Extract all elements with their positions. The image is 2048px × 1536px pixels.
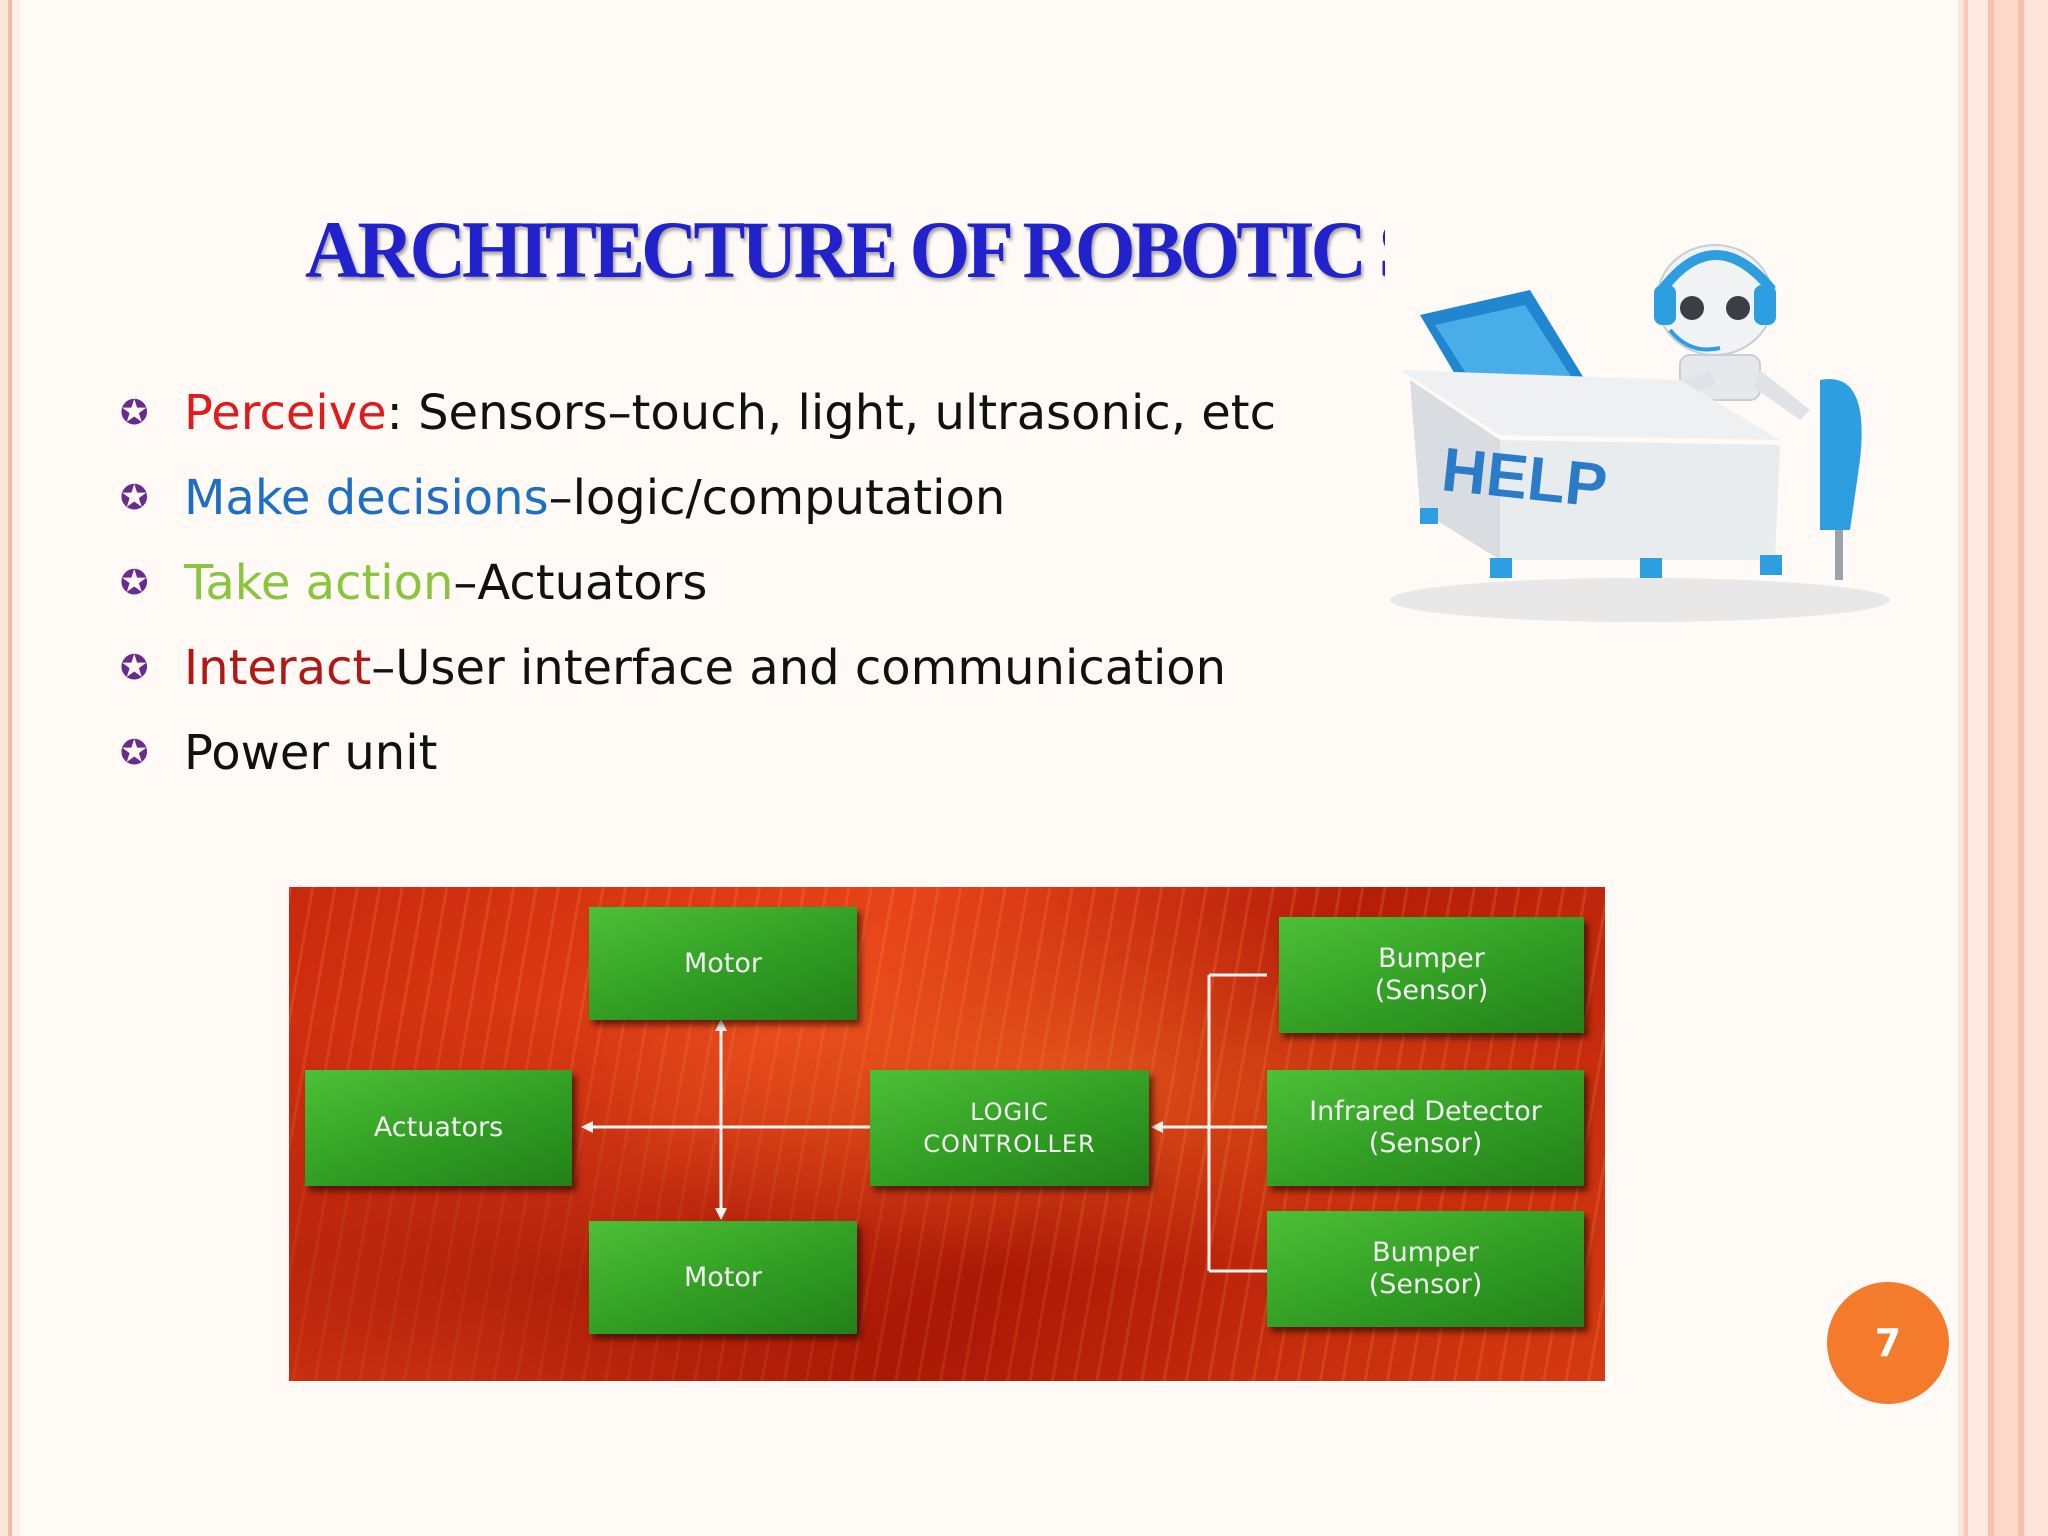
- logic-controller-box: LOGIC CONTROLLER: [870, 1070, 1149, 1186]
- page-number-badge: 7: [1827, 1282, 1949, 1404]
- bullet-list: ✪ Perceive: Sensors–touch, light, ultras…: [120, 370, 1276, 795]
- bullet-text: Power unit: [184, 724, 438, 781]
- motor-top-box: Motor: [589, 907, 857, 1020]
- actuators-box: Actuators: [305, 1070, 572, 1186]
- star-bullet-icon: ✪: [120, 732, 149, 773]
- star-bullet-icon: ✪: [120, 477, 149, 518]
- bullet-item: ✪ Perceive: Sensors–touch, light, ultras…: [120, 370, 1276, 455]
- bullet-keyword: Take action: [184, 554, 454, 611]
- left-border-decoration: [0, 0, 20, 1536]
- bullet-text: –logic/computation: [548, 469, 1006, 526]
- help-desk-robot-image: HELP: [1390, 244, 1890, 622]
- help-sign-text: HELP: [1439, 435, 1611, 521]
- star-bullet-icon: ✪: [120, 647, 149, 688]
- bullet-text: : Sensors–touch, light, ultrasonic, etc: [386, 384, 1276, 441]
- right-border-decoration: [1958, 0, 2048, 1536]
- bumper-sensor-top-box: Bumper (Sensor): [1279, 917, 1584, 1033]
- bullet-item: ✪ Power unit: [120, 710, 1276, 795]
- diagram-connectors: [581, 973, 1267, 1273]
- infrared-detector-box: Infrared Detector (Sensor): [1267, 1070, 1584, 1186]
- motor-bottom-box: Motor: [589, 1221, 857, 1334]
- bullet-item: ✪ Make decisions–logic/computation: [120, 455, 1276, 540]
- slide-title: ARCHITECTURE OF ROBOTIC SY: [305, 203, 1385, 295]
- star-bullet-icon: ✪: [120, 392, 149, 433]
- bullet-item: ✪ Interact–User interface and communicat…: [120, 625, 1276, 710]
- star-bullet-icon: ✪: [120, 562, 149, 603]
- bullet-keyword: Perceive: [184, 384, 387, 441]
- bumper-sensor-bottom-box: Bumper (Sensor): [1267, 1211, 1584, 1327]
- bullet-text: –Actuators: [453, 554, 708, 611]
- robot-architecture-diagram: Motor Actuators LOGIC CONTROLLER Motor B…: [289, 887, 1605, 1381]
- bullet-keyword: Interact: [184, 639, 372, 696]
- bullet-item: ✪ Take action–Actuators: [120, 540, 1276, 625]
- bullet-text: –User interface and communication: [371, 639, 1227, 696]
- bullet-keyword: Make decisions: [184, 469, 549, 526]
